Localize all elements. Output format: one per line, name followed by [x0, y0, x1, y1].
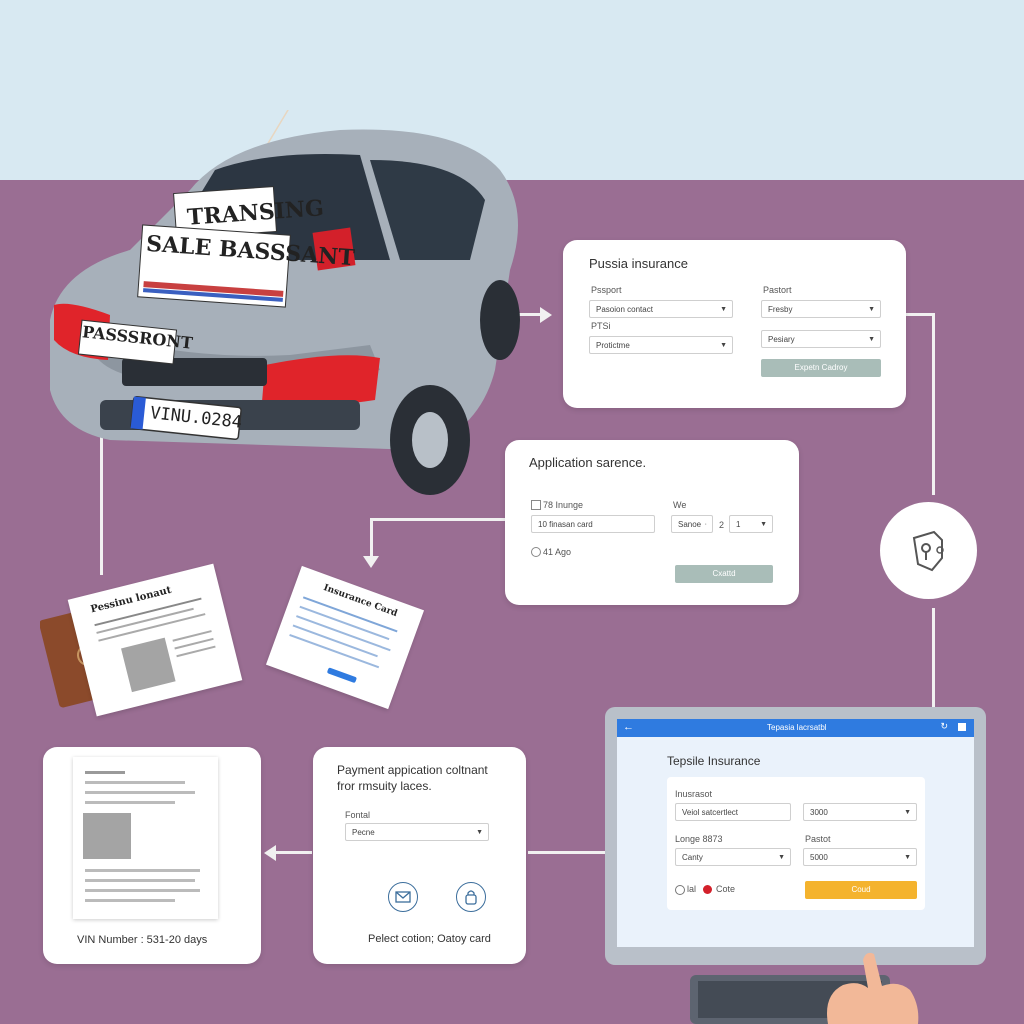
- passport-select[interactable]: Pasoion contact▼: [589, 300, 733, 318]
- expetn-button[interactable]: Expetn Cadroy: [761, 359, 881, 377]
- chevron-down-icon: ▼: [904, 809, 911, 816]
- checkbox-label: 78 Inunge: [543, 500, 584, 510]
- page-title: Tepsile Insurance: [667, 754, 761, 768]
- radio-label: 41 Ago: [543, 547, 572, 557]
- label-inusrasot: Inusrasot: [675, 789, 713, 799]
- label-pts: PTSi: [591, 321, 611, 331]
- chevron-down-icon: ▼: [720, 342, 727, 349]
- payment-application-card: Payment appication coltnant fror rmsuity…: [313, 747, 526, 964]
- label-fontal: Fontal: [345, 810, 371, 820]
- radio-ago[interactable]: [531, 547, 541, 557]
- vin-card: VIN Number : 531-20 days: [43, 747, 261, 964]
- radio-cote[interactable]: [703, 885, 712, 894]
- radio-lal[interactable]: [675, 885, 685, 895]
- chevron-down-icon: ▼: [868, 306, 875, 313]
- vehicle-input[interactable]: Veiol satcertlect: [675, 803, 791, 821]
- laptop-screen: ← Tepasia lacrsatbl ↻ Tepsile Insurance …: [617, 719, 974, 947]
- browser-bar: ← Tepasia lacrsatbl ↻: [617, 719, 974, 737]
- russia-insurance-form: Pussia insurance Pssport Pasoion contact…: [563, 240, 906, 408]
- chevron-down-icon: ▼: [778, 854, 785, 861]
- county-select[interactable]: Canty▼: [675, 848, 791, 866]
- form-title: Pussia insurance: [589, 256, 688, 271]
- finasan-card-input[interactable]: 10 finasan card: [531, 515, 655, 533]
- radio-lal-label: lal: [687, 884, 697, 894]
- chevron-down-icon: ▼: [476, 829, 483, 836]
- lock-icon[interactable]: [456, 882, 486, 912]
- label-longe: Longe 8873: [675, 834, 723, 844]
- chevron-down-icon: ▼: [904, 854, 911, 861]
- payment-title-2: fror rmsuity laces.: [337, 779, 432, 793]
- browser-title: Tepasia lacrsatbl: [767, 723, 827, 732]
- chevron-down-icon: ▼: [868, 336, 875, 343]
- envelope-icon[interactable]: [388, 882, 418, 912]
- car-illustration: [50, 110, 520, 495]
- window-icon[interactable]: [958, 723, 966, 731]
- payment-title-1: Payment appication coltnant: [337, 763, 488, 777]
- label-we: We: [673, 500, 687, 510]
- document-preview: [73, 757, 218, 919]
- shield-keyhole-icon: [880, 502, 977, 599]
- hand: [827, 952, 919, 1024]
- cxattd-button[interactable]: Cxattd: [675, 565, 773, 583]
- count-select[interactable]: 1▼: [729, 515, 773, 533]
- amount-select[interactable]: 3000▼: [803, 803, 917, 821]
- back-arrow-icon[interactable]: ←: [623, 721, 634, 733]
- radio-cote-label: Cote: [716, 884, 736, 894]
- pesiary-select[interactable]: Pesiary▼: [761, 330, 881, 348]
- coverage-select[interactable]: 5000▼: [803, 848, 917, 866]
- laptop-form: Inusrasot Veiol satcertlect 3000▼ Longe …: [667, 777, 925, 910]
- laptop: ← Tepasia lacrsatbl ↻ Tepsile Insurance …: [605, 707, 986, 965]
- pts-select[interactable]: Protictme▼: [589, 336, 733, 354]
- pecne-select[interactable]: Pecne▼: [345, 823, 489, 841]
- label-pastot: Pastot: [805, 834, 831, 844]
- coud-button[interactable]: Coud: [805, 881, 917, 899]
- vin-caption: VIN Number : 531-20 days: [77, 934, 208, 946]
- sky-background: [0, 0, 1024, 180]
- application-form: Application sarence. 78 Inunge 10 finasa…: [505, 440, 799, 605]
- select-separator: 2: [719, 520, 725, 530]
- pastort-select[interactable]: Fresby▼: [761, 300, 881, 318]
- form-title: Application sarence.: [529, 455, 647, 470]
- document-title: Pessinu lonaut: [89, 584, 173, 616]
- document-title: Insurance Card: [322, 583, 399, 620]
- payment-caption: Pelect cotion; Oatoy card: [368, 933, 491, 945]
- sanoe-select[interactable]: Sanoe·: [671, 515, 713, 533]
- chevron-down-icon: ▼: [720, 306, 727, 313]
- checkbox-inunge[interactable]: [531, 500, 541, 510]
- refresh-icon[interactable]: ↻: [940, 721, 948, 731]
- chevron-down-icon: ▼: [760, 521, 767, 528]
- passport-document: Pessinu lonaut: [67, 563, 243, 717]
- label-pastort: Pastort: [763, 285, 792, 295]
- insurance-card-document: Insurance Card: [265, 565, 425, 710]
- label-passport: Pssport: [591, 285, 622, 295]
